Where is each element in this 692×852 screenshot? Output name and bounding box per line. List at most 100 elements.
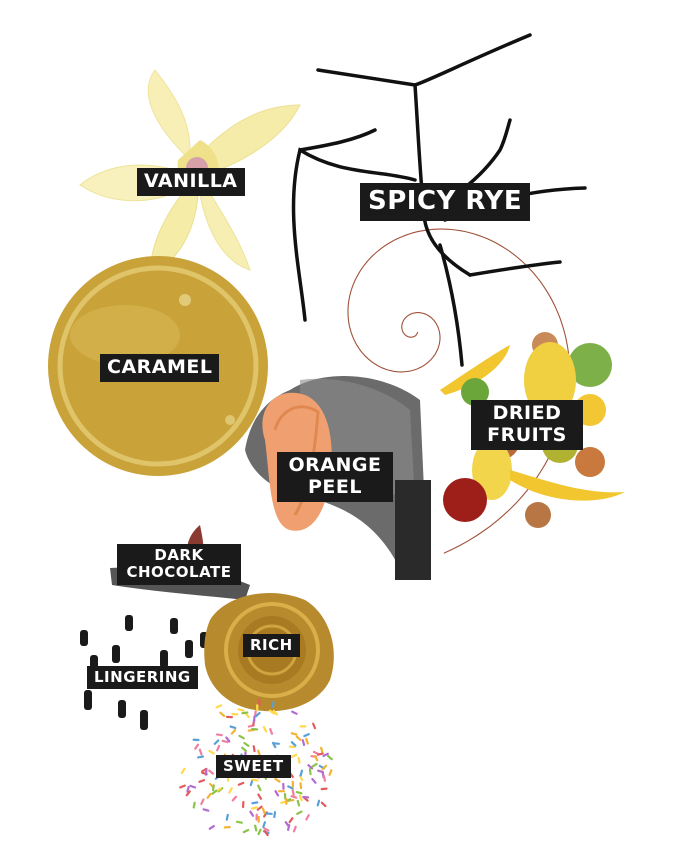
sprinkle — [251, 801, 259, 805]
sprinkle — [291, 789, 295, 797]
sprinkle — [295, 791, 303, 795]
sprinkle — [225, 813, 229, 821]
sprinkle — [215, 704, 223, 709]
sprinkle — [298, 794, 303, 802]
sprinkle — [208, 749, 215, 755]
sprinkle — [262, 726, 268, 733]
sprinkle — [274, 790, 280, 797]
sprinkle — [298, 774, 304, 782]
sprinkle — [305, 814, 310, 821]
rich-label: RICH — [243, 634, 300, 658]
sprinkle — [252, 715, 256, 723]
sprinkle — [274, 777, 281, 783]
sprinkle — [302, 795, 310, 799]
sprinkle — [225, 715, 233, 719]
sprinkle — [221, 739, 229, 744]
sprinkle — [305, 737, 309, 745]
sprinkle — [326, 754, 333, 761]
sprinkle — [219, 711, 226, 718]
sprinkle — [215, 733, 223, 737]
sprinkle — [216, 744, 221, 752]
sprinkle — [197, 755, 205, 759]
sprinkle — [213, 739, 220, 745]
sprinkle — [290, 795, 298, 799]
sprinkle — [312, 722, 317, 730]
sprinkle — [255, 813, 258, 821]
sprinkle — [299, 769, 304, 777]
sprinkle — [265, 812, 273, 816]
sprinkle — [290, 741, 297, 747]
sprinkle — [179, 784, 186, 789]
sprinkle — [299, 725, 307, 728]
sprinkle — [328, 769, 333, 776]
sprinkle — [180, 767, 186, 775]
sprinkle — [262, 821, 267, 828]
sprinkle — [263, 827, 270, 832]
sprinkle — [313, 754, 319, 762]
sprinkle — [229, 725, 237, 730]
sprinkle — [208, 769, 215, 775]
sprinkle — [202, 808, 210, 812]
sprinkle — [284, 821, 290, 828]
sprinkle — [251, 778, 259, 782]
sweet-label: SWEET — [216, 755, 291, 779]
sprinkle — [291, 710, 298, 715]
sprinkle — [320, 787, 328, 791]
sprinkle — [241, 801, 245, 809]
sprinkle — [257, 784, 262, 792]
sprinkle — [235, 820, 243, 824]
sprinkle — [269, 728, 274, 735]
sprinkle — [257, 793, 263, 800]
sprinkle — [322, 752, 329, 758]
sprinkle — [322, 774, 327, 782]
sprinkle — [189, 784, 197, 789]
sprinkle — [268, 709, 276, 715]
sprinkle — [256, 704, 259, 712]
sprinkle — [285, 797, 288, 805]
sprinkle — [192, 801, 196, 809]
sprinkle — [257, 698, 261, 706]
sprinkle — [257, 749, 261, 757]
sprinkle — [278, 790, 285, 793]
caramel-label: CARAMEL — [100, 354, 220, 382]
vanilla-label: VANILLA — [137, 168, 245, 196]
sprinkle — [237, 781, 245, 786]
sprinkle — [228, 787, 233, 794]
sprinkle — [296, 799, 301, 807]
sprinkle — [249, 810, 255, 817]
sprinkle — [206, 792, 212, 799]
sprinkle — [261, 807, 266, 815]
sprinkle — [242, 828, 250, 834]
sprinkle — [204, 768, 208, 776]
sprinkle — [288, 745, 296, 749]
sprinkle — [316, 799, 321, 807]
sprinkle — [282, 782, 285, 790]
sprinkle — [292, 825, 297, 833]
sprinkle — [316, 752, 324, 756]
sprinkle — [192, 738, 200, 742]
dark-chocolate-label: DARK CHOCOLATE — [117, 544, 241, 585]
sprinkle — [250, 806, 258, 810]
sprinkle — [194, 743, 200, 750]
sprinkle — [317, 769, 324, 774]
sprinkle — [198, 748, 203, 756]
sprinkle — [240, 746, 247, 752]
sprinkle — [291, 780, 295, 788]
sprinkle — [320, 746, 324, 754]
sprinkle — [263, 829, 269, 837]
sprinkle — [237, 708, 245, 712]
dried-fruits-label: DRIED FRUITS — [471, 400, 583, 450]
sprinkle — [198, 779, 206, 783]
sprinkle — [208, 824, 215, 830]
sprinkle — [238, 734, 245, 740]
sprinkle — [272, 709, 279, 716]
sprinkle — [320, 801, 327, 808]
sprinkle — [290, 732, 298, 736]
sprinkle — [254, 824, 258, 832]
sprinkle — [231, 713, 239, 716]
sprinkle — [297, 756, 301, 764]
spiral-line — [347, 228, 571, 554]
sprinkle — [283, 792, 287, 800]
sprinkle — [311, 777, 317, 784]
